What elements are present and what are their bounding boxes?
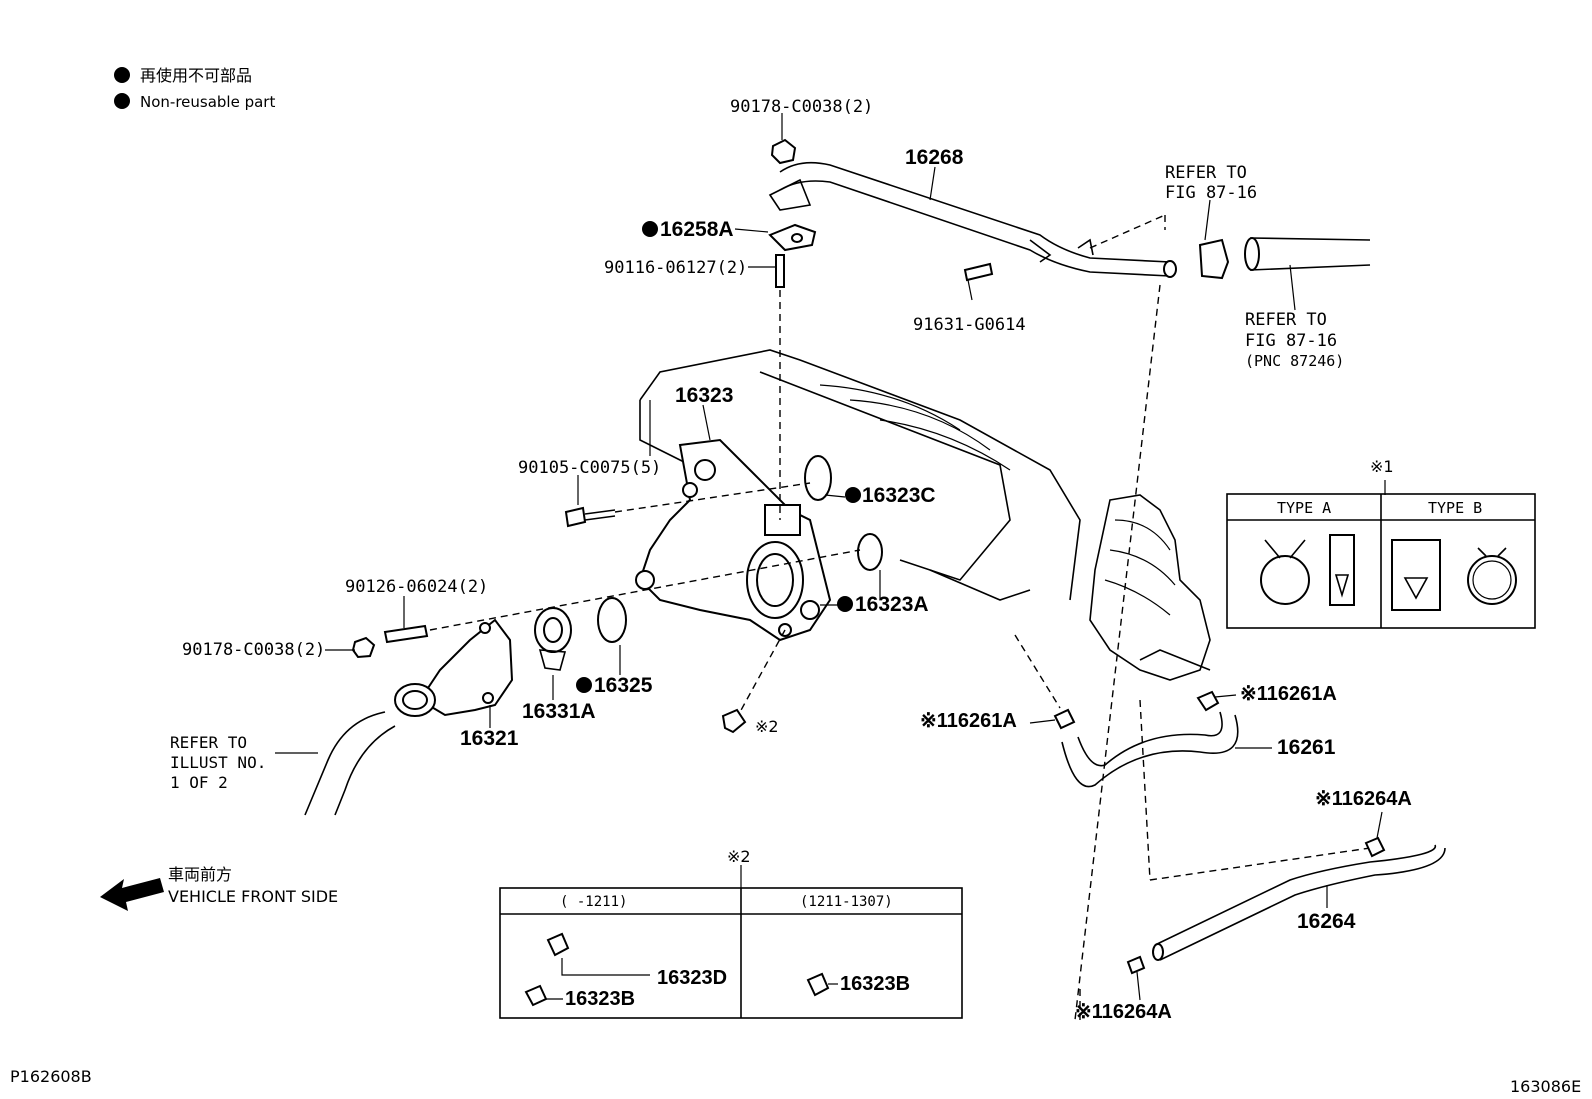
diagram-code-right: 163086E [1510,1077,1581,1096]
gasket-16323c [804,455,832,501]
variant-col1-header: ( -1211) [560,894,627,910]
refer-illust-label-c: 1 OF 2 [170,773,228,792]
label-16261a-left: ※116261A [920,710,1017,732]
label-16258a: 16258A [660,218,734,241]
label-16261a-right: ※116261A [1240,683,1337,705]
bolt-16323b-icon-right [806,972,830,997]
nut-90178-left [351,636,376,659]
gasket-16323a [857,533,883,571]
type-a-clamp-icon [1260,555,1310,605]
refer-illust-label-b: ILLUST NO. [170,753,266,772]
clamp-16261a-right [1196,690,1220,712]
non-reusable-dot-icon [845,487,861,503]
mark-2-label: ※2 [755,717,779,736]
assembly-dashed-lines [429,214,1371,1021]
radiator-hose [304,711,386,816]
diagram-code-left: P162608B [10,1067,92,1086]
label-16323c: 16323C [862,484,936,507]
label-16261: 16261 [1277,736,1336,759]
label-16321: 16321 [460,727,519,750]
label-90116: 90116-06127(2) [604,258,747,278]
stud-bolt-90116 [775,254,785,288]
thermostat-16331a [534,607,572,671]
label-91631: 91631-G0614 [913,315,1026,335]
label-16323b-right: 16323B [840,973,910,995]
legend-en: Non-reusable part [140,93,275,111]
front-arrow-icon [100,878,164,911]
stud-90126 [383,624,429,644]
legend-dot-icon [114,93,130,109]
refer-fig-label-a: REFER TO [1165,163,1247,183]
variant-table: ※2 ( -1211) (1211-1307) 16323D 16323B 16… [499,847,963,1019]
legend-dot-icon [114,67,130,83]
hose-16264 [1154,844,1436,946]
bolt-90105 [564,506,587,528]
label-90178-top: 90178-C0038(2) [730,97,873,117]
refer-fig-label-b: FIG 87-16 [1165,183,1257,203]
label-16323d: 16323D [657,967,727,989]
engine-block-outline [639,349,1081,601]
label-16323a: 16323A [855,593,929,616]
bolt-16323b-icon [524,984,548,1007]
legend-jp: 再使用不可部品 [140,66,252,85]
water-inlet-housing [635,438,832,642]
non-reusable-dot-icon [576,677,592,693]
label-16264a-top: ※116264A [1315,788,1412,810]
front-label-jp: 車両前方 [168,865,232,884]
throttle-body-assembly [1089,494,1211,681]
label-16323b-left: 16323B [565,988,635,1010]
variant-col2-header: (1211-1307) [800,894,893,910]
label-16331a: 16331A [522,700,596,723]
variant-table-mark: ※2 [727,847,751,866]
refer-fig2-label-b: FIG 87-16 [1245,331,1337,351]
label-90126: 90126-06024(2) [345,577,488,597]
refer-illust-label-a: REFER TO [170,733,247,752]
nut-90178-top [770,138,797,165]
label-16268: 16268 [905,146,964,169]
type-b-clamp-icon [1467,555,1517,605]
refer-fig2-label-c: (PNC 87246) [1245,352,1344,370]
gasket-16325 [597,597,627,643]
bolt-16323b [721,708,747,734]
label-16264a-bottom: ※116264A [1075,1001,1172,1023]
non-reusable-dot-icon [642,221,658,237]
hose-16261 [1061,714,1239,788]
clamp-16264a-top [1364,836,1386,858]
water-outlet-16321 [394,618,514,717]
hose-top-right [1249,237,1371,241]
clamp-16264a-bottom [1126,955,1146,975]
type-table-mark: ※1 [1370,457,1394,476]
leader-lines [275,113,1386,1001]
type-b-header: TYPE B [1428,499,1482,517]
front-label-en: VEHICLE FRONT SIDE [168,887,338,906]
label-16323: 16323 [675,384,733,407]
bolt-91631 [963,262,994,282]
bolt-16323d-icon [546,932,570,957]
label-16264: 16264 [1297,910,1356,933]
refer-fig2-label-a: REFER TO [1245,310,1327,330]
clamp-16261a-left [1053,708,1076,730]
clamp-type-table: ※1 TYPE A TYPE B [1226,457,1536,629]
label-16325: 16325 [594,674,653,697]
water-bypass-pipe-16268 [768,161,1177,278]
non-reusable-dot-icon [837,596,853,612]
label-90178-left: 90178-C0038(2) [182,640,325,660]
type-a-header: TYPE A [1277,499,1331,517]
hose-clamp-top [1198,238,1230,280]
label-90105: 90105-C0075(5) [518,458,661,478]
